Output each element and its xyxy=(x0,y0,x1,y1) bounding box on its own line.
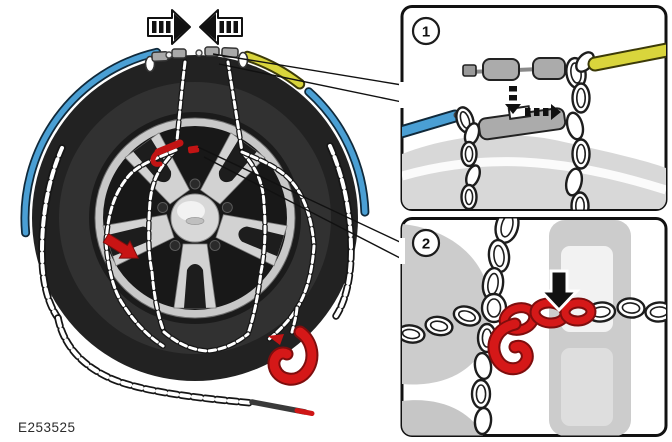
push-left-arrow-icon xyxy=(199,9,243,45)
connector-ferrule xyxy=(171,48,187,59)
svg-text:2: 2 xyxy=(422,236,430,253)
panel-2-number-badge: 2 xyxy=(411,228,441,258)
chain-outer-loop-right xyxy=(326,142,355,320)
leader-lines-panel-1 xyxy=(212,53,403,103)
detail-panel-1: 1 xyxy=(399,5,668,211)
figure-id-label: E253525 xyxy=(18,420,76,435)
panel-1-number-badge: 1 xyxy=(411,16,441,46)
cable-blue-arc-right xyxy=(304,87,370,217)
detail-panel-2: 2 xyxy=(399,217,668,437)
cable-connectors xyxy=(144,46,249,73)
snow-chain-net xyxy=(38,59,355,407)
leader-lines-panel-2 xyxy=(197,146,403,260)
cable-yellow-arc xyxy=(242,50,306,90)
red-arrow-icon xyxy=(102,233,140,259)
cable-blue-arc xyxy=(20,47,162,238)
hanging-chain xyxy=(564,82,591,210)
red-hook xyxy=(267,325,319,386)
connector-ferrule xyxy=(482,58,520,81)
border-gap xyxy=(399,238,405,264)
chain-tail xyxy=(54,314,256,407)
hub-cap xyxy=(170,193,220,243)
chain-outer-loop-left xyxy=(38,144,66,322)
chain-links xyxy=(402,218,666,436)
border-gap xyxy=(399,82,405,108)
insert-right-arrow-icon xyxy=(525,104,561,120)
tensioner-rod xyxy=(249,399,315,416)
upper-connector-assembly xyxy=(462,57,566,81)
insert-down-arrow-icon xyxy=(505,86,521,114)
push-right-arrow-icon xyxy=(147,9,191,45)
yellow-cable-end xyxy=(587,42,666,72)
alloy-wheel xyxy=(94,117,296,319)
press-down-arrow-icon xyxy=(537,269,581,313)
blue-cable-shackle xyxy=(455,106,481,210)
svg-text:1: 1 xyxy=(422,24,430,41)
lug-nuts xyxy=(157,178,233,252)
connector-ferrule xyxy=(532,57,566,80)
red-clip-highlight xyxy=(150,139,200,167)
red-hook xyxy=(487,317,534,376)
